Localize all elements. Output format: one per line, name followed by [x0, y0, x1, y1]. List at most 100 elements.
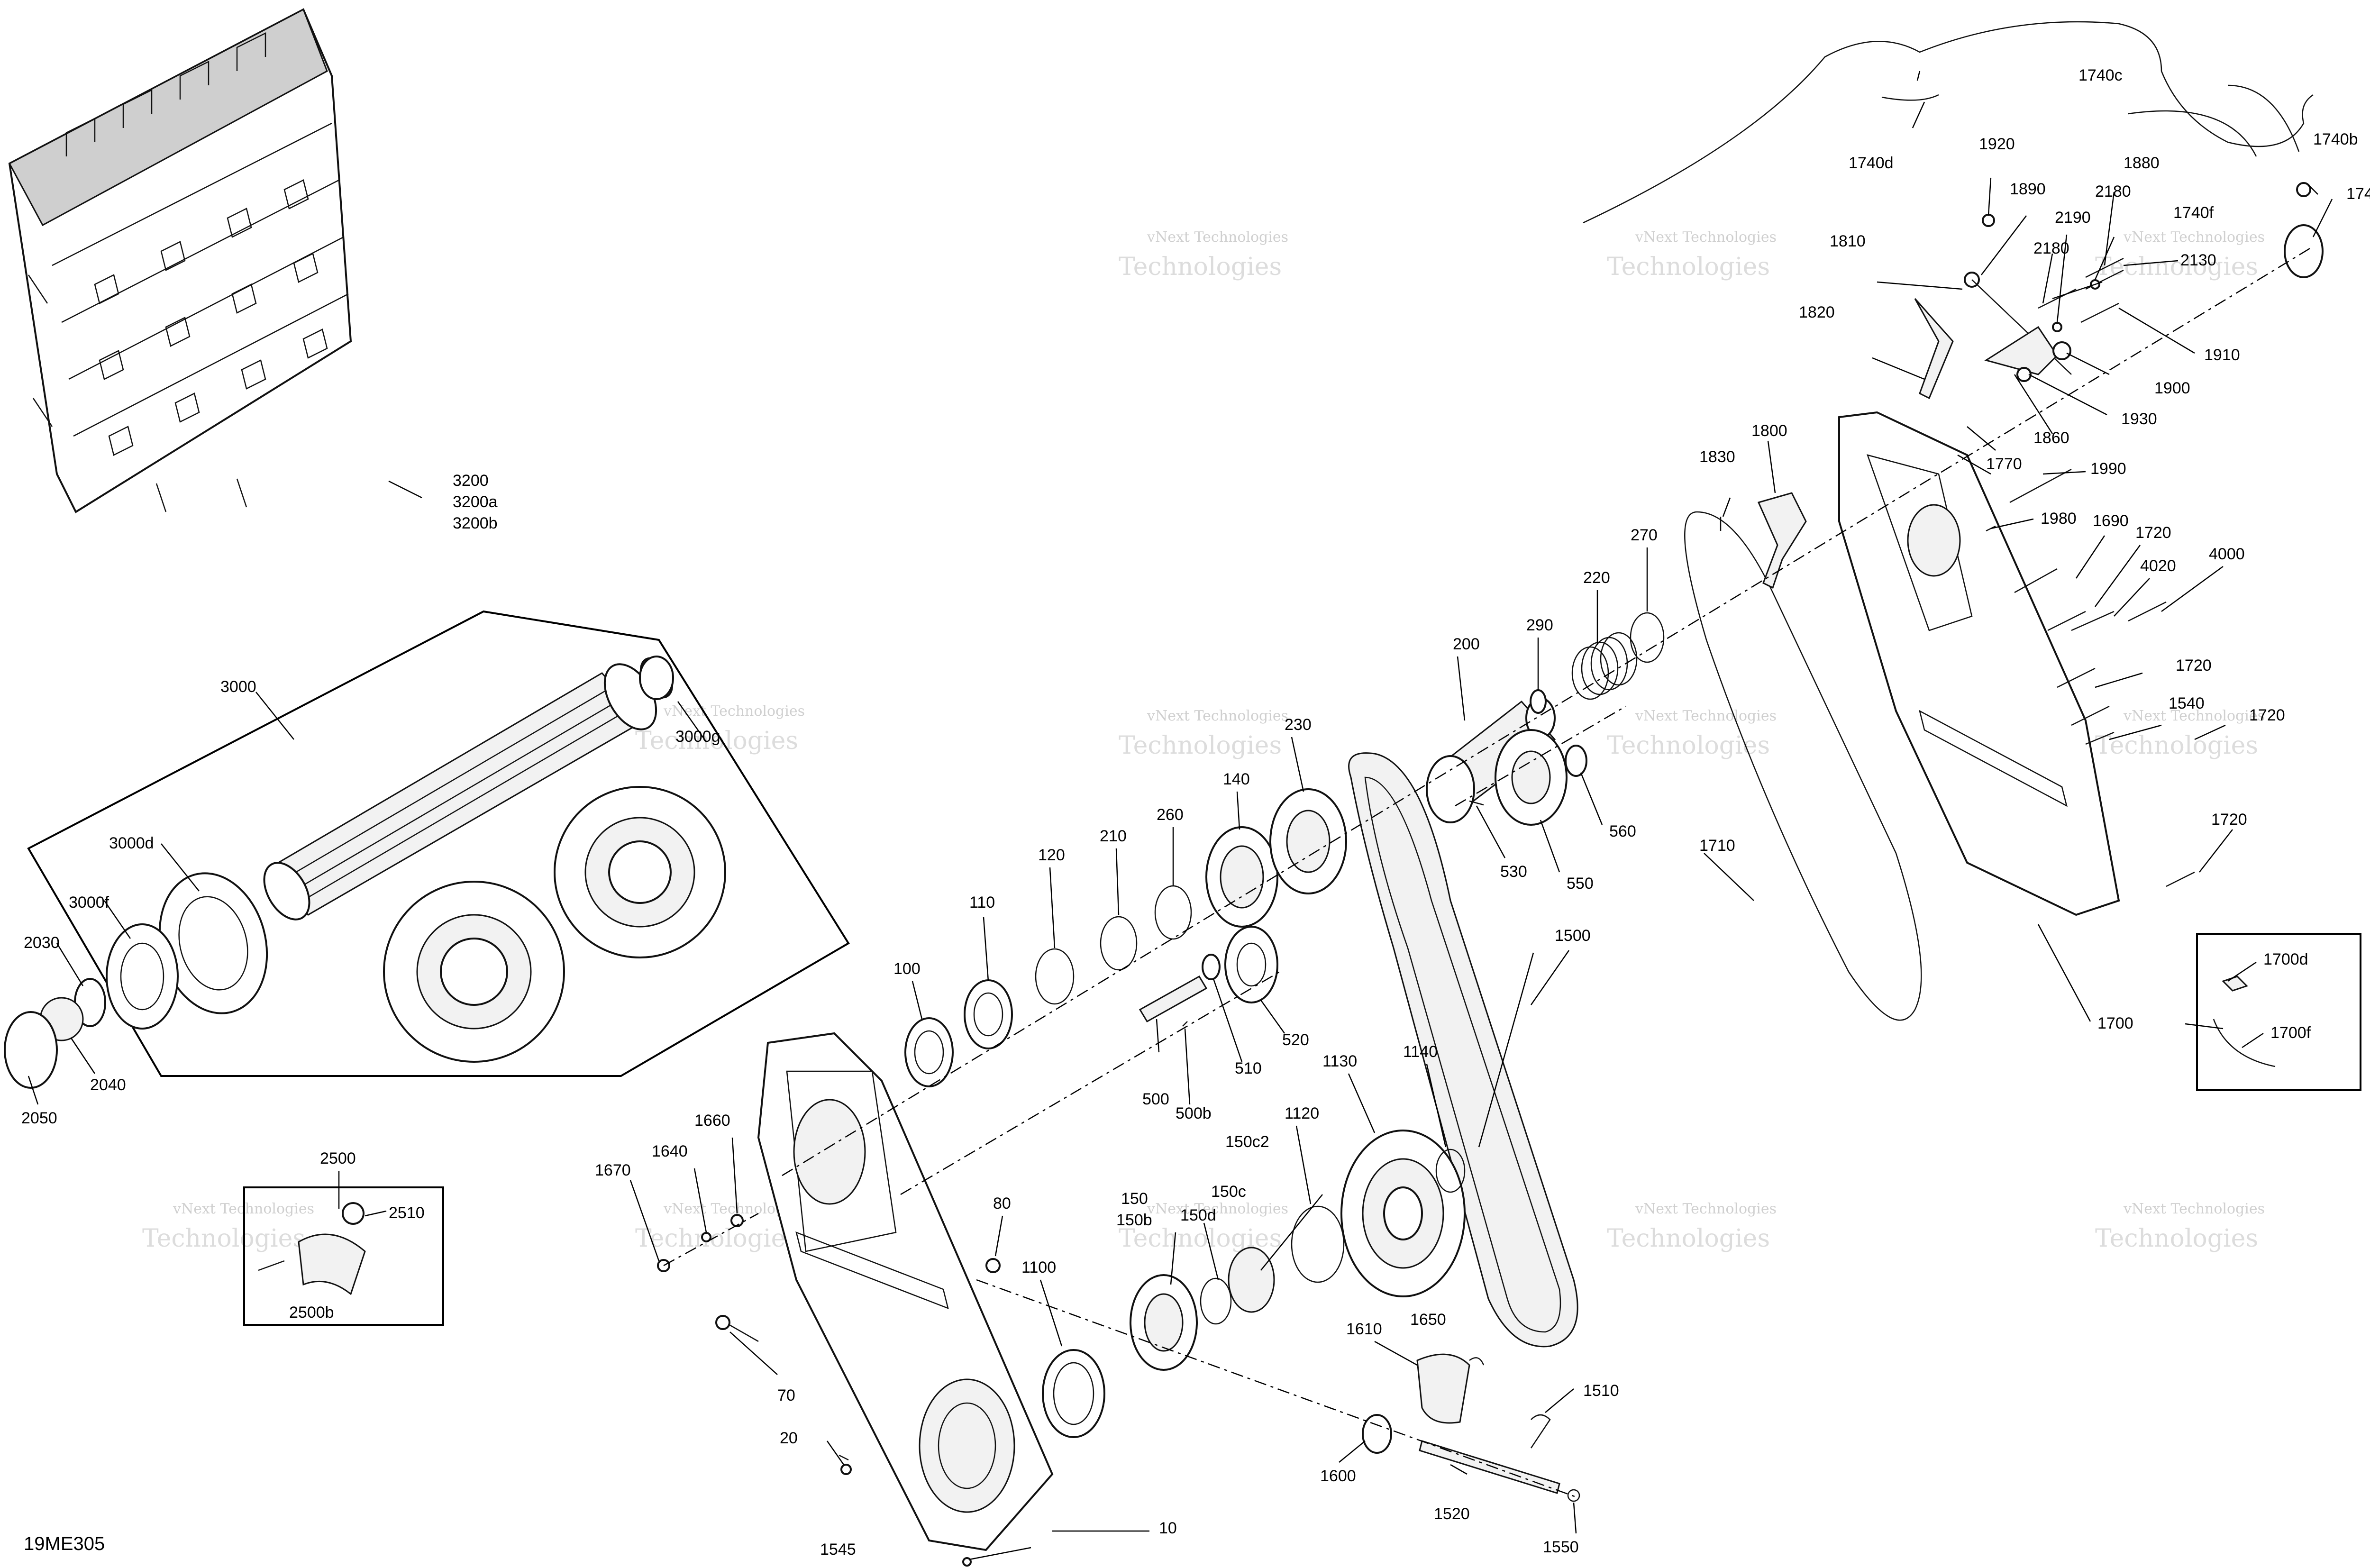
- callout-1720-d: 1720: [2211, 811, 2247, 829]
- callout-1740f: 1740f: [2173, 204, 2214, 222]
- callout-4020: 4020: [2140, 557, 2176, 575]
- drive-chain-1500: [1348, 752, 1578, 1348]
- callout-3200b: 3200b: [453, 514, 498, 532]
- circlip-2050: [4, 1011, 58, 1089]
- assembly-axis-lines: [663, 246, 2314, 1499]
- watermark-6: vNext Technologies Technologies: [1607, 708, 1777, 760]
- washer-2180: [2052, 322, 2062, 332]
- watermark-text: Technologies: [2095, 731, 2258, 760]
- callout-1120: 1120: [1285, 1104, 1319, 1122]
- drive-sprocket-right: [554, 786, 726, 958]
- gear-520: [1224, 926, 1278, 1003]
- watermark-text: Technologies: [635, 1224, 798, 1253]
- tensioner-1610: [1416, 1353, 1470, 1424]
- drive-sprocket-left: [383, 881, 565, 1063]
- callout-4000: 4000: [2209, 545, 2245, 563]
- callout-150c2: 150c2: [1225, 1133, 1269, 1151]
- watermark-text: Technologies: [1607, 1224, 1770, 1253]
- bolt-1540: [2085, 731, 2115, 745]
- watermark-4: vNext Technologies Technologies: [1607, 229, 1777, 281]
- callout-1670: 1670: [595, 1161, 631, 1179]
- callout-150c: 150c: [1211, 1183, 1246, 1201]
- callout-2180-a: 2180: [2095, 182, 2131, 201]
- callout-1600: 1600: [1320, 1467, 1356, 1485]
- callout-1100: 1100: [1021, 1258, 1056, 1276]
- watermark-12: vNext Technologies Technologies: [1607, 1201, 1777, 1253]
- hose-1740c: [1583, 21, 2314, 224]
- watermark-text: Technologies: [142, 1224, 305, 1253]
- callout-150: 150: [1121, 1190, 1148, 1208]
- hose-1740d: [1881, 94, 1939, 101]
- watermark-text: vNext Technologies: [1147, 1201, 1288, 1217]
- callout-3000d: 3000d: [109, 834, 154, 852]
- bearing-150: [1130, 1274, 1198, 1371]
- callout-2040: 2040: [90, 1076, 126, 1094]
- washer-1640: [701, 1232, 711, 1242]
- hose-1740b: [2227, 84, 2300, 152]
- callout-1740c: 1740c: [2078, 66, 2123, 84]
- stud-4000: [2128, 601, 2167, 622]
- circlip-270: [1630, 612, 1665, 663]
- circlip-1120: [1291, 1205, 1345, 1283]
- callout-510: 510: [1235, 1059, 1262, 1077]
- callout-3200: 3200: [453, 472, 489, 490]
- watermark-text: Technologies: [1119, 253, 1282, 281]
- callout-1980: 1980: [2041, 510, 2077, 528]
- callout-1860: 1860: [2033, 429, 2069, 447]
- callout-210: 210: [1100, 827, 1127, 845]
- callout-1740d: 1740d: [1849, 154, 1894, 172]
- callout-1720-c: 1720: [2249, 706, 2285, 724]
- watermark-text: Technologies: [1119, 731, 1282, 760]
- watermark-text: vNext Technologies: [1147, 229, 1288, 246]
- pin-1510: [1530, 1414, 1551, 1449]
- watermark-9: vNext Technologies Technologies: [142, 1201, 314, 1253]
- watermark-text: Technologies: [2095, 1224, 2258, 1253]
- callout-230: 230: [1285, 716, 1312, 734]
- washer-290: [1530, 689, 1547, 714]
- callout-3000: 3000: [220, 678, 256, 696]
- watermark-text: vNext Technologies: [2123, 1201, 2265, 1217]
- spline-shaft-200: [1426, 697, 1556, 823]
- shaft-1520: [1419, 1440, 1560, 1494]
- screw-1910: [2080, 302, 2119, 323]
- bolt-1990: [2009, 468, 2072, 503]
- spring-clip-1650: [1469, 1357, 1485, 1366]
- pin-530: [1469, 800, 1484, 806]
- callout-550: 550: [1567, 875, 1594, 893]
- shaft-kit-frame: [27, 610, 850, 1077]
- callout-1610: 1610: [1346, 1320, 1382, 1338]
- callout-1800: 1800: [1751, 422, 1787, 440]
- watermark-7: vNext Technologies Technologies: [2095, 229, 2265, 281]
- callout-2130: 2130: [2180, 251, 2216, 269]
- sprocket-1130: [1340, 1130, 1466, 1297]
- bolt-2500b: [258, 1260, 285, 1271]
- chaincase-left-housing: [757, 1032, 1054, 1551]
- track-section-illustration: [8, 8, 352, 513]
- callout-1510: 1510: [1583, 1382, 1619, 1400]
- bolt-4020: [2071, 611, 2115, 631]
- inset-frame-1700: [2196, 933, 2361, 1091]
- seal-1710: [1684, 511, 1922, 1021]
- callout-260: 260: [1157, 806, 1184, 824]
- inset-frame-2500: [243, 1186, 444, 1326]
- callout-200: 200: [1453, 635, 1480, 653]
- callout-70: 70: [777, 1386, 795, 1404]
- callout-3000g: 3000g: [675, 728, 720, 746]
- nut-1930: [2016, 367, 2032, 382]
- callout-1520: 1520: [1434, 1505, 1470, 1523]
- plug-1660: [730, 1214, 744, 1227]
- bolt-20: [839, 1454, 849, 1461]
- callout-80: 80: [993, 1194, 1011, 1212]
- callout-1920: 1920: [1979, 135, 2015, 153]
- callout-1740b: 1740b: [2313, 130, 2358, 148]
- clip-1550: [1567, 1489, 1580, 1502]
- bearing-3000f: [106, 923, 179, 1030]
- callout-3200a: 3200a: [453, 493, 498, 511]
- callout-1720-b: 1720: [2176, 656, 2212, 675]
- fitting-1740b: [2296, 182, 2311, 197]
- circlip-120: [1035, 948, 1075, 1005]
- bearing-110: [964, 979, 1013, 1049]
- pin-500b: [1182, 1021, 1188, 1027]
- ring-1100: [1042, 1349, 1105, 1438]
- watermark-13: vNext Technologies Technologies: [2095, 1201, 2265, 1253]
